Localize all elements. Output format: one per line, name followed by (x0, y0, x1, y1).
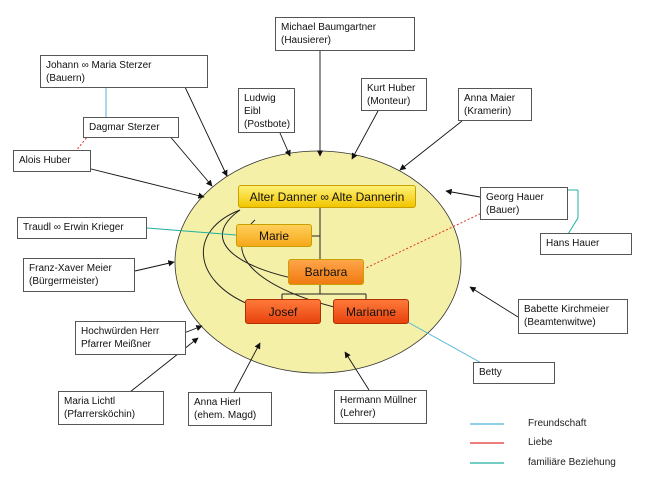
person-name: Babette Kirchmeier (524, 304, 610, 315)
node-alter-danner: Alter Danner ∞ Alte Dannerin (238, 185, 416, 208)
person-pfarrer-meissner: Hochwürden Herr Pfarrer Meißner (75, 321, 186, 355)
person-michael-baumgartner: Michael Baumgartner (Hausierer) (275, 17, 415, 51)
person-anna-hierl: Anna Hierl (ehem. Magd) (188, 392, 272, 426)
node-josef: Josef (245, 299, 321, 324)
person-name: Maria Lichtl (64, 396, 116, 407)
person-babette-kirchmeier: Babette Kirchmeier (Beamtenwitwe) (518, 299, 628, 334)
node-marie: Marie (236, 224, 312, 247)
person-name: Ludwig (244, 93, 276, 104)
friendship-line-marianne-betty (403, 319, 486, 366)
person-role: (Pfarrersköchin) (64, 409, 136, 420)
person-betty: Betty (473, 362, 555, 384)
person-dagmar-sterzer: Dagmar Sterzer (83, 117, 179, 138)
person-name: Michael Baumgartner (281, 22, 377, 33)
love-line-georg-barbara (365, 211, 485, 269)
person-role: (Hausierer) (281, 35, 332, 46)
person-name: Traudl ∞ Erwin Krieger (23, 222, 124, 233)
person-role: Pfarrer Meißner (81, 339, 152, 350)
person-name: Betty (479, 367, 502, 378)
node-marianne: Marianne (333, 299, 409, 324)
person-name: Hermann Müllner (340, 395, 417, 406)
family-line-georg-hans-3 (567, 217, 579, 235)
person-name: Alois Huber (19, 155, 71, 166)
person-role: (Monteur) (367, 96, 411, 107)
person-role: (Kramerin) (464, 106, 512, 117)
person-ludwig-eibl: Ludwig Eibl (Postbote) (238, 88, 295, 133)
person-name: Kurt Huber (367, 83, 416, 94)
person-traudl-erwin-krieger: Traudl ∞ Erwin Krieger (17, 217, 147, 239)
person-hans-hauer: Hans Hauer (540, 233, 632, 255)
person-role: (Bauern) (46, 73, 85, 84)
person-role: (ehem. Magd) (194, 410, 257, 421)
legend-freundschaft: Freundschaft (528, 418, 587, 429)
person-name: Anna Maier (464, 93, 516, 104)
node-barbara: Barbara (288, 259, 364, 285)
family-line-traudl-marie (146, 227, 237, 236)
person-role: (Beamtenwitwe) (524, 317, 596, 328)
person-maria-lichtl: Maria Lichtl (Pfarrersköchin) (58, 391, 164, 425)
person-georg-hauer: Georg Hauer (Bauer) (480, 187, 568, 220)
person-kurt-huber: Kurt Huber (Monteur) (361, 78, 427, 111)
person-name: Johann ∞ Maria Sterzer (46, 60, 152, 71)
arrows (74, 50, 519, 393)
legend-liebe: Liebe (528, 437, 553, 448)
person-anna-maier: Anna Maier (Kramerin) (458, 88, 532, 121)
person-name-2: Eibl (244, 106, 261, 117)
person-role: (Postbote) (244, 119, 291, 130)
person-franz-xaver-meier: Franz-Xaver Meier (Bürgermeister) (23, 258, 135, 292)
love-line-alois-dagmar (74, 135, 89, 153)
person-role: (Bauer) (486, 205, 520, 216)
legend-familiaer: familiäre Beziehung (528, 457, 616, 468)
person-hermann-muellner: Hermann Müllner (Lehrer) (334, 390, 427, 424)
person-role: (Lehrer) (340, 408, 376, 419)
person-johann-maria-sterzer: Johann ∞ Maria Sterzer (Bauern) (40, 55, 208, 88)
person-name: Franz-Xaver Meier (29, 263, 112, 274)
person-alois-huber: Alois Huber (13, 150, 91, 172)
person-name: Georg Hauer (486, 192, 544, 203)
person-name: Dagmar Sterzer (89, 122, 160, 133)
person-name: Hans Hauer (546, 238, 600, 249)
person-name: Anna Hierl (194, 397, 241, 408)
person-role: (Bürgermeister) (29, 276, 99, 287)
person-name: Hochwürden Herr (81, 326, 160, 337)
